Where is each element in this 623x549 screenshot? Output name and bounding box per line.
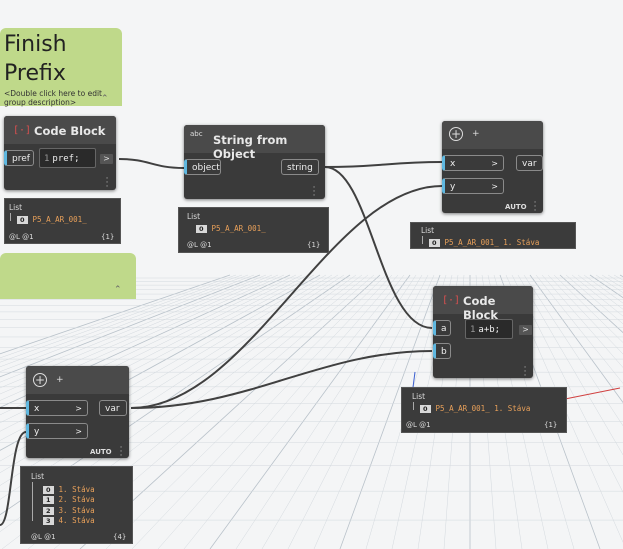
input-port-y[interactable]: y> xyxy=(26,423,88,439)
list-create-node-top[interactable]: + + x> y> var AUTO ··· xyxy=(442,121,543,216)
add-input-icon[interactable]: + xyxy=(449,127,463,141)
input-port-a[interactable]: a xyxy=(433,320,451,336)
node-menu-icon[interactable]: ··· xyxy=(119,443,123,461)
string-from-object-node[interactable]: abc String from Object object string ··· xyxy=(184,125,325,201)
wire-var-to-b xyxy=(130,350,433,409)
node-title: Code Block xyxy=(34,124,106,138)
wire-var-to-y-top xyxy=(130,185,443,409)
input-port-b[interactable]: b xyxy=(433,343,451,359)
add-input-icon[interactable]: + xyxy=(33,373,47,387)
node-menu-icon[interactable]: ··· xyxy=(523,363,527,381)
input-port-pref[interactable]: pref xyxy=(4,150,34,166)
lacing-auto-label[interactable]: AUTO xyxy=(90,448,112,456)
input-port-x[interactable]: x> xyxy=(26,400,88,416)
wire-string-to-x-top xyxy=(324,161,443,168)
remove-input-icon[interactable]: + xyxy=(472,129,480,139)
input-port-object[interactable]: object xyxy=(184,159,221,175)
remove-input-icon[interactable]: + xyxy=(56,375,64,385)
group-lower[interactable] xyxy=(0,253,136,299)
collapse-chevron-icon[interactable]: ⌃ xyxy=(101,94,109,104)
code-block-icon: [·] xyxy=(13,125,32,136)
output-port-button[interactable]: > xyxy=(519,325,532,335)
output-port-var[interactable]: var xyxy=(99,400,127,416)
node-menu-icon[interactable]: ··· xyxy=(312,183,316,201)
group-finish-prefix[interactable] xyxy=(0,28,122,106)
wire-string-to-a xyxy=(324,166,433,329)
wire-pref-to-object xyxy=(118,158,185,169)
wire-in-y-bottom xyxy=(0,431,27,526)
input-port-x[interactable]: x> xyxy=(442,155,504,171)
input-port-y[interactable]: y> xyxy=(442,178,504,194)
output-port-string[interactable]: string xyxy=(281,159,319,175)
node-menu-icon[interactable]: ··· xyxy=(533,198,537,216)
lacing-auto-label[interactable]: AUTO xyxy=(505,203,527,211)
group-title: Finish Prefix xyxy=(4,32,67,86)
collapse-chevron-icon[interactable]: ⌃ xyxy=(114,285,122,295)
code-block-icon: [·] xyxy=(442,295,461,306)
node-title: Code Block xyxy=(463,294,499,322)
output-port-button[interactable]: > xyxy=(100,154,113,164)
node-menu-icon[interactable]: ··· xyxy=(105,174,109,192)
output-port-var[interactable]: var xyxy=(516,155,543,171)
list-create-node-bottom[interactable]: + + x> y> var AUTO ··· xyxy=(26,366,129,461)
node-title: String from Object xyxy=(213,133,288,161)
string-icon: abc xyxy=(190,130,203,138)
group-description[interactable]: <Double click here to edit group descrip… xyxy=(4,89,102,107)
